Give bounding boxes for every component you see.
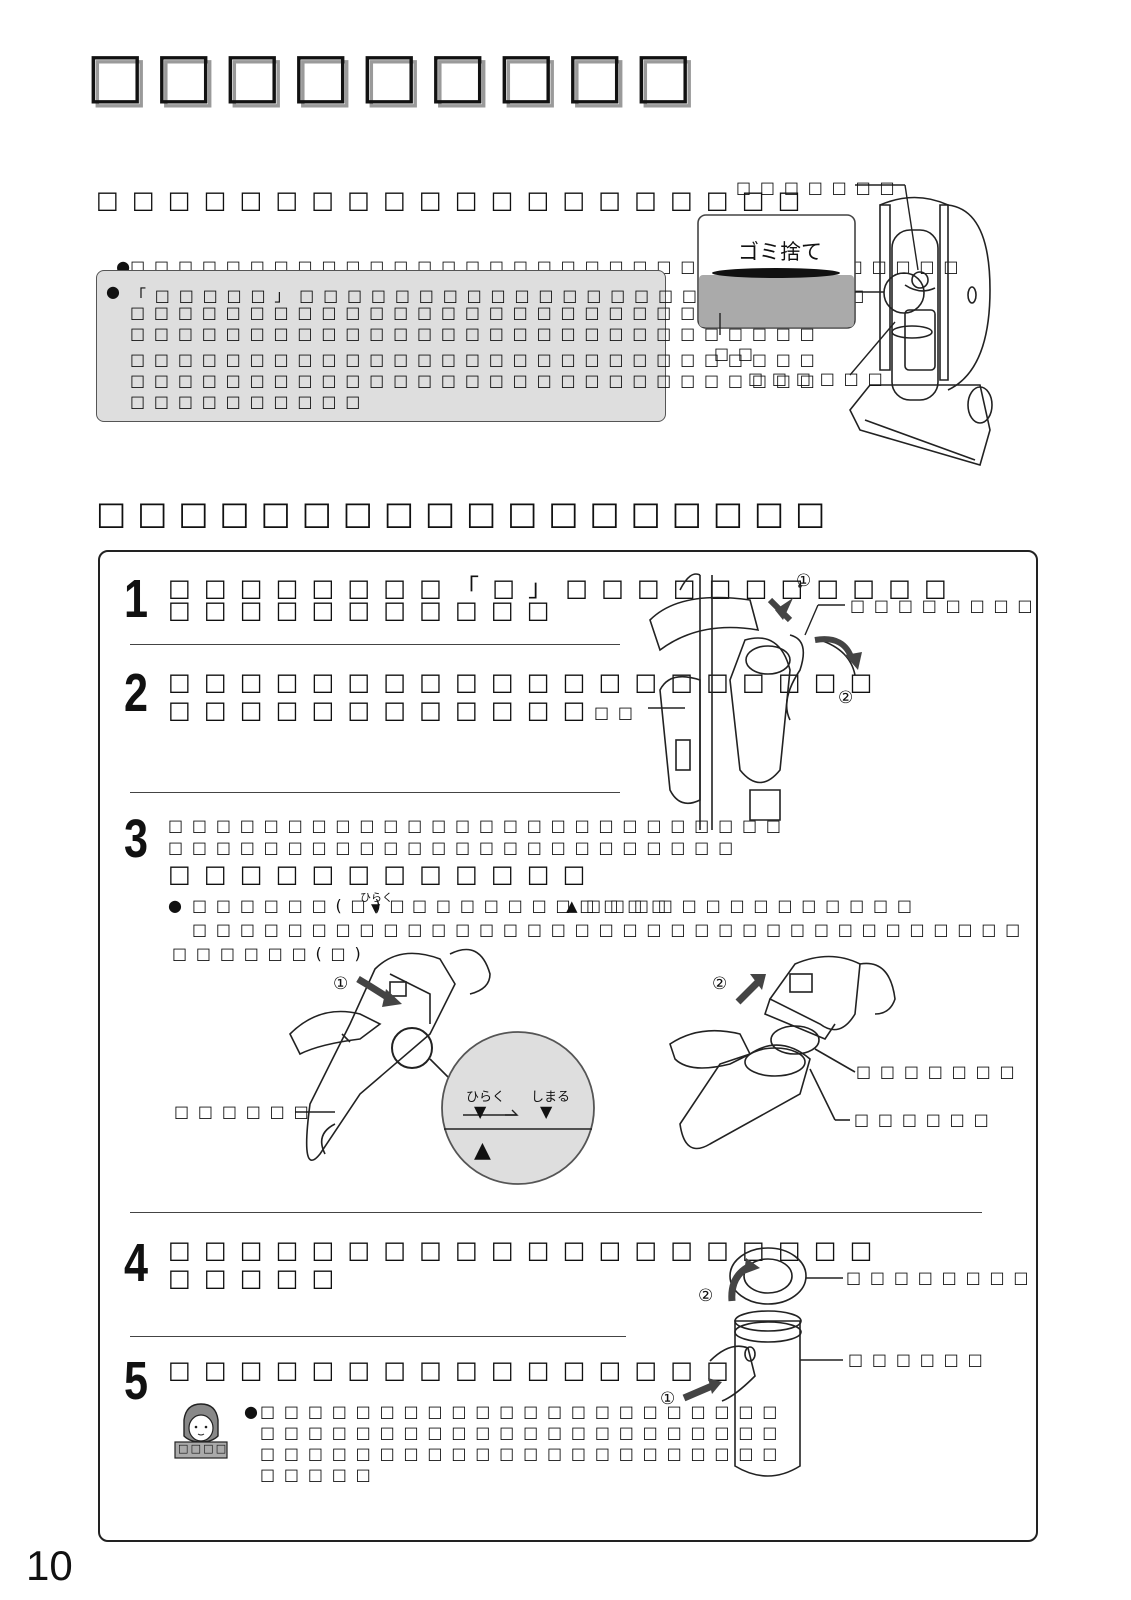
dial-open-icon: ▼	[474, 1102, 486, 1121]
divider	[130, 792, 620, 793]
open-mark-icon: ▼	[371, 901, 380, 915]
inset-title: ゴミ捨て	[738, 236, 822, 266]
circle-number-1: ①	[660, 1389, 675, 1409]
fig3-label-right-2: □□□□□□	[854, 1110, 998, 1129]
note-line-6: □□□□□□□□□□	[130, 392, 369, 411]
divider	[130, 1212, 982, 1213]
step3-bullet-dot: ●	[168, 896, 182, 915]
divider	[130, 1336, 626, 1337]
step-4-number: 4	[124, 1232, 148, 1294]
figure-label-left: □□	[714, 344, 762, 363]
fig4-label-right-1: □□□□□□□□	[846, 1268, 1037, 1287]
step-3-line-1: □□□□□□□□□□□□□□□□□□□□□□□□□□	[168, 816, 790, 835]
cup-separated-figure	[650, 944, 900, 1174]
step-5-number: 5	[124, 1350, 148, 1412]
step-3-line-3: □□□□□□□□□□□□	[168, 860, 599, 888]
step3-bullet-line-2: □□□□□□□□□□□□□□□□□□□□□□□□□□□□□□□□□□□	[192, 920, 1029, 939]
step3-bullet-part-3: □□□□□□□□□□□□□□	[586, 896, 921, 915]
circle-number-1: ①	[333, 974, 348, 994]
fig1-label-right: □□□□□□□□	[850, 596, 1041, 615]
circle-number-1: ①	[796, 571, 811, 591]
note-bullet-dot: ●	[106, 282, 120, 301]
mascot-label: □□□□	[178, 1442, 228, 1455]
fig3-label-left: □□□□□□	[174, 1102, 318, 1121]
circle-number-2: ②	[838, 688, 853, 708]
vacuum-level-figure	[690, 170, 1020, 485]
section2-heading: □□□□□□□□□□□□□□□□□□	[96, 494, 836, 532]
step-1-line-2: □□□□□□□□□□□	[168, 596, 563, 624]
triangle-mark-icon: ▲	[566, 897, 578, 915]
cup-twist-figure	[280, 944, 600, 1194]
step-2-line-2: □□□□□□□□□□□□	[168, 696, 599, 724]
fig4-label-right-2: □□□□□□	[848, 1350, 992, 1369]
cup-lid-open-figure	[650, 1236, 850, 1490]
step-3-number: 3	[124, 808, 148, 870]
page-title: □□□□□□□□□	[86, 38, 703, 111]
fig3-label-right-1: □□□□□□□	[856, 1062, 1023, 1081]
circle-number-2: ②	[698, 1286, 713, 1306]
figure-label-bottom: □□□□□□	[748, 369, 892, 388]
step-4-line-2: □□□□□	[168, 1264, 347, 1292]
divider	[130, 644, 620, 645]
step-3-line-2: □□□□□□□□□□□□□□□□□□□□□□□□	[168, 838, 742, 857]
circle-number-2: ②	[712, 974, 727, 994]
fig1-label-left: □□	[594, 703, 642, 722]
step5-note-line-4: □□□□□	[260, 1465, 380, 1484]
dial-marker-icon: ▲	[474, 1138, 491, 1163]
page-number: 10	[26, 1542, 73, 1590]
step5-bullet-dot: ●	[244, 1402, 258, 1421]
step-1-number: 1	[124, 568, 148, 630]
figure-label-top: □□□□□□□	[736, 178, 903, 197]
step-2-number: 2	[124, 662, 148, 724]
dial-close-icon: ▼	[540, 1102, 552, 1121]
